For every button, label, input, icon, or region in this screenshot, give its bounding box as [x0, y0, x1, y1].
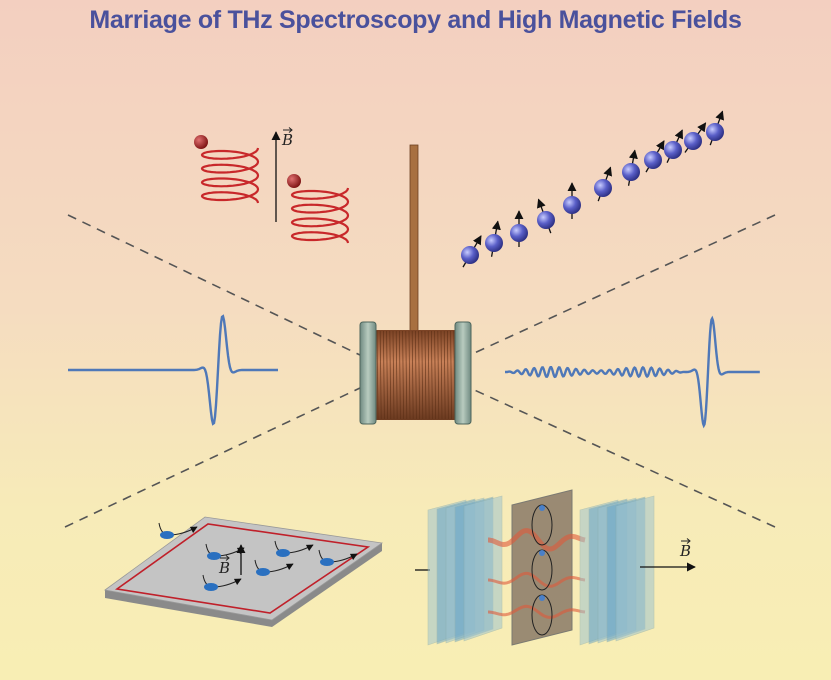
polarizer-plate: [615, 495, 655, 642]
winding: [443, 330, 446, 420]
electron: [256, 568, 270, 576]
quantum-hall-plate: B: [104, 516, 384, 627]
winding: [440, 330, 443, 420]
winding: [415, 330, 417, 420]
thz-pulse-transmitted: [505, 315, 760, 429]
dashed-line: [67, 214, 361, 356]
winding: [437, 330, 440, 420]
spin: [537, 198, 555, 234]
winding: [402, 330, 404, 420]
field-label: B: [218, 559, 230, 577]
dashed-line: [64, 387, 361, 528]
winding: [450, 330, 452, 420]
coil-end-cap-left: [359, 321, 377, 425]
spin-wave-chain: [461, 110, 724, 268]
winding: [411, 330, 414, 420]
figure-title: Marriage of THz Spectroscopy and High Ma…: [89, 6, 742, 34]
electron: [276, 549, 290, 557]
vector-arrow-icon: [681, 538, 691, 544]
electron: [160, 531, 174, 539]
sample-plate: [511, 489, 573, 646]
spin: [563, 182, 581, 219]
electron: [320, 558, 334, 566]
spin: [664, 129, 683, 163]
electron: [204, 583, 218, 591]
thz-pulse-input: [68, 314, 278, 426]
winding: [434, 330, 436, 420]
winding: [408, 330, 411, 420]
spin: [684, 122, 707, 153]
light-wave: [488, 571, 586, 588]
dashed-line: [469, 214, 776, 356]
cyclotron-orbits: B: [194, 127, 350, 244]
spiral-orbit: [200, 147, 260, 204]
faraday-rotation-setup: B: [415, 489, 696, 646]
spin: [510, 210, 528, 247]
winding: [399, 330, 401, 420]
spiral-orbit: [290, 187, 350, 244]
spin: [594, 166, 612, 202]
winding: [427, 330, 430, 420]
electron: [207, 552, 221, 560]
winding: [421, 330, 424, 420]
spin: [644, 140, 665, 173]
winding: [386, 330, 388, 420]
dashed-line: [469, 387, 776, 528]
winding: [389, 330, 392, 420]
light-wave: [488, 528, 586, 552]
winding: [392, 330, 395, 420]
field-label: B: [679, 542, 691, 560]
spin: [706, 110, 724, 146]
vector-arrow-icon: [283, 127, 293, 133]
magnet-coil: [359, 144, 472, 425]
vector-arrow-icon: [220, 555, 230, 561]
winding: [431, 330, 433, 420]
dashed-guides: [64, 214, 776, 528]
coil-end-cap-right: [454, 321, 472, 425]
spin: [622, 149, 640, 186]
winding: [424, 330, 427, 420]
winding: [418, 330, 420, 420]
spin: [461, 235, 482, 268]
winding: [447, 330, 449, 420]
charge-particle: [194, 135, 208, 149]
spin: [485, 220, 503, 257]
winding: [395, 330, 398, 420]
magnet-rod: [409, 144, 419, 336]
winding: [405, 330, 408, 420]
edge-current: [114, 523, 371, 614]
polarizer-plate: [463, 495, 503, 642]
charge-particle: [287, 174, 301, 188]
winding: [376, 330, 379, 420]
light-wave: [488, 604, 586, 619]
field-label: B: [281, 131, 293, 149]
winding: [379, 330, 382, 420]
winding: [383, 330, 385, 420]
